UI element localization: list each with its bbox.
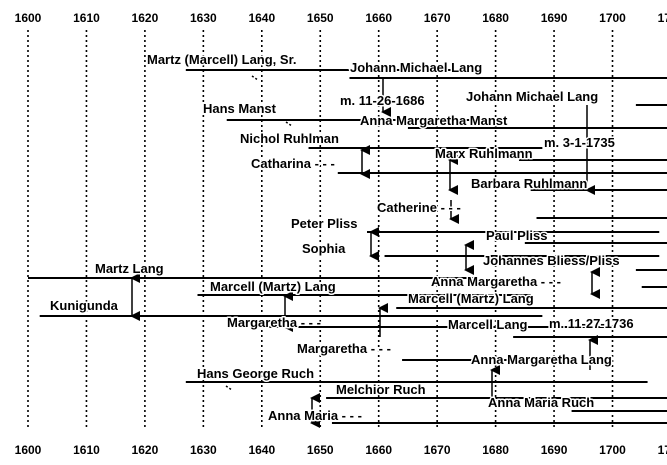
tick-label-bottom: 1620: [132, 443, 159, 457]
person-label: Peter Pliss: [291, 216, 358, 231]
person-label: Paul Pliss: [486, 228, 547, 243]
tick-label-top: 1690: [541, 11, 568, 25]
person-label: Melchior Ruch: [336, 382, 426, 397]
tick-label-top: 1710: [658, 11, 667, 25]
marriage-note-1735: m. 3-1-1735: [544, 135, 615, 150]
tick-label-bottom: 1610: [73, 443, 100, 457]
person-label: Catharina - - -: [251, 156, 335, 171]
spouse-tick: [251, 75, 259, 81]
person-label: Martz (Marcell) Lang, Sr.: [147, 52, 297, 67]
spouse-tick: [225, 385, 233, 391]
person-label: Barbara Ruhlmann: [471, 176, 587, 191]
tick-label-top: 1600: [15, 11, 42, 25]
person-label: Anna Margaretha - - -: [431, 274, 561, 289]
tick-label-bottom: 1690: [541, 443, 568, 457]
tick-label-bottom: 1640: [248, 443, 275, 457]
tick-label-top: 1700: [599, 11, 626, 25]
person-label: Marcell Lang: [448, 317, 528, 332]
tick-label-top: 1610: [73, 11, 100, 25]
tick-label-top: 1670: [424, 11, 451, 25]
lifespan-lines: [28, 69, 667, 424]
tick-label-top: 1660: [365, 11, 392, 25]
person-label: Sophia: [302, 241, 346, 256]
connector-lines: [130, 75, 600, 428]
tick-label-bottom: 1630: [190, 443, 217, 457]
year-axis-top: 1600 1610 1620 1630 1640 1650 1660 1670 1680 1690…: [15, 11, 667, 25]
person-label: Marx Ruhlmann: [435, 146, 533, 161]
person-label: Kunigunda: [50, 298, 119, 313]
person-label: Hans Manst: [203, 101, 277, 116]
person-label: Johann Michael Lang: [466, 89, 598, 104]
tick-label-top: 1680: [482, 11, 509, 25]
person-label: Martz Lang: [95, 261, 164, 276]
person-label: Catherine - - -: [377, 200, 461, 215]
person-label: Margaretha - - -: [297, 341, 391, 356]
person-labels: Martz (Marcell) Lang, Sr. Johann Michael …: [49, 51, 622, 425]
tick-label-bottom: 1710: [658, 443, 667, 457]
person-label: Johannes Bliess/Pliss: [483, 253, 620, 268]
tick-label-top: 1620: [132, 11, 159, 25]
tick-label-top: 1640: [248, 11, 275, 25]
person-label: Marcell (Martz) Lang: [210, 279, 336, 294]
person-label: Hans George Ruch: [197, 366, 314, 381]
tick-label-bottom: 1680: [482, 443, 509, 457]
person-label: Johann Michael Lang: [350, 60, 482, 75]
tick-label-bottom: 1650: [307, 443, 334, 457]
tick-label-top: 1650: [307, 11, 334, 25]
tick-label-bottom: 1700: [599, 443, 626, 457]
person-label: Nichol Ruhlman: [240, 131, 339, 146]
person-label: Anna Maria Ruch: [488, 395, 594, 410]
tick-label-bottom: 1600: [15, 443, 42, 457]
tick-label-bottom: 1670: [424, 443, 451, 457]
tick-label-top: 1630: [190, 11, 217, 25]
person-label: Anna Margaretha Manst: [360, 113, 508, 128]
spouse-tick: [285, 121, 293, 127]
marriage-note-1686: m. 11-26-1686: [340, 93, 425, 108]
tick-label-bottom: 1660: [365, 443, 392, 457]
person-label: Marcell (Martz) Lang: [408, 291, 534, 306]
person-label: Margaretha - - -: [227, 315, 321, 330]
year-axis-bottom: 1600 1610 1620 1630 1640 1650 1660 1670 1680 1690…: [15, 443, 667, 457]
person-label: Anna Margaretha Lang: [471, 352, 612, 367]
person-label: Anna Maria - - -: [268, 408, 362, 423]
marriage-note-1736: m. 11-27-1736: [549, 316, 634, 331]
